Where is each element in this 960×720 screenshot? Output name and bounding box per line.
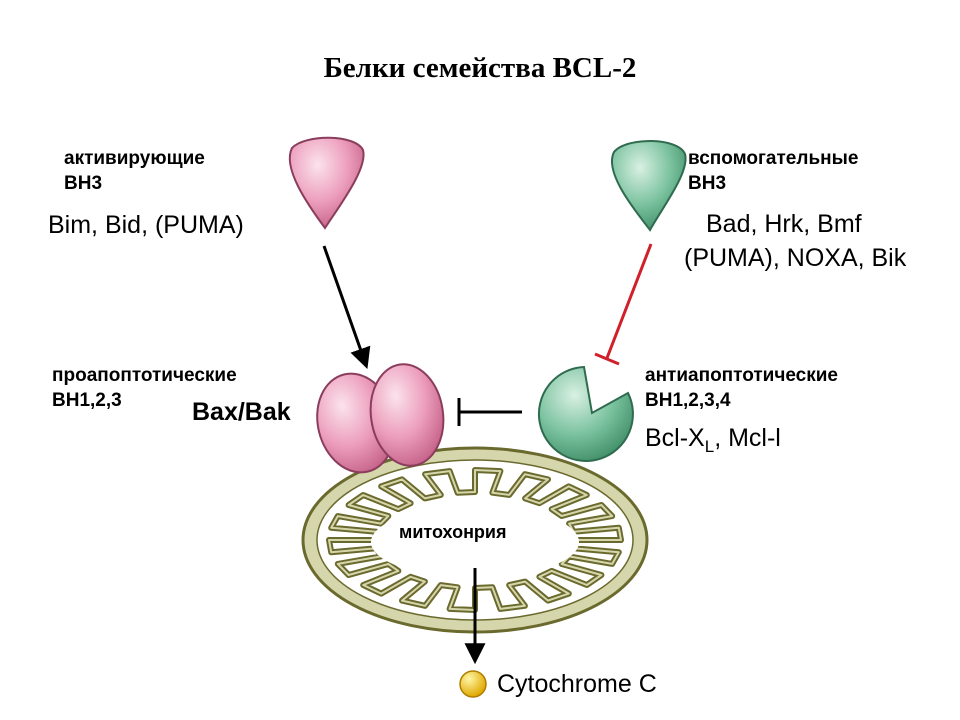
activating-members-label: Bim, Bid, (PUMA) [48, 211, 244, 239]
inhibition-arrow [594, 243, 653, 366]
antiapoptotic-type-label: антиапоптотические [645, 365, 838, 386]
antiapoptotic-members-label: Bcl-XL, Mcl-l [645, 424, 781, 456]
activating-bh3-protein [288, 136, 365, 230]
sensitizing-members-line1: Bad, Hrk, Bmf [706, 210, 862, 238]
activating-type-label: активирующие [64, 148, 205, 169]
antiapoptotic-domain-label: BH1,2,3,4 [645, 390, 731, 411]
cytochrome-c-ball [459, 670, 487, 698]
antiapoptotic-protein [537, 365, 634, 462]
anti-to-pro-inhibition [457, 398, 522, 426]
sensitizing-bh3-protein [611, 140, 687, 232]
proapoptotic-type-label: проапоптотические [52, 365, 237, 386]
activation-arrow [322, 245, 371, 369]
mitochondrion-label: митохонрия [399, 522, 507, 542]
mitochondrion [301, 446, 649, 634]
activating-domain-label: BH3 [64, 173, 103, 194]
sensitizing-members-line2: (PUMA), NOXA, Bik [684, 244, 907, 272]
cytochrome-c-label: Cytochrome C [497, 670, 657, 698]
bax-bak-proteins [316, 363, 445, 474]
proapoptotic-members-label: Bax/Bak [192, 398, 291, 426]
sensitizing-domain-label: BH3 [688, 173, 727, 194]
page-title: Белки семейства BCL-2 [323, 52, 637, 84]
proapoptotic-domain-label: BH1,2,3 [52, 390, 122, 411]
sensitizing-type-label: вспомогательные [688, 148, 859, 169]
